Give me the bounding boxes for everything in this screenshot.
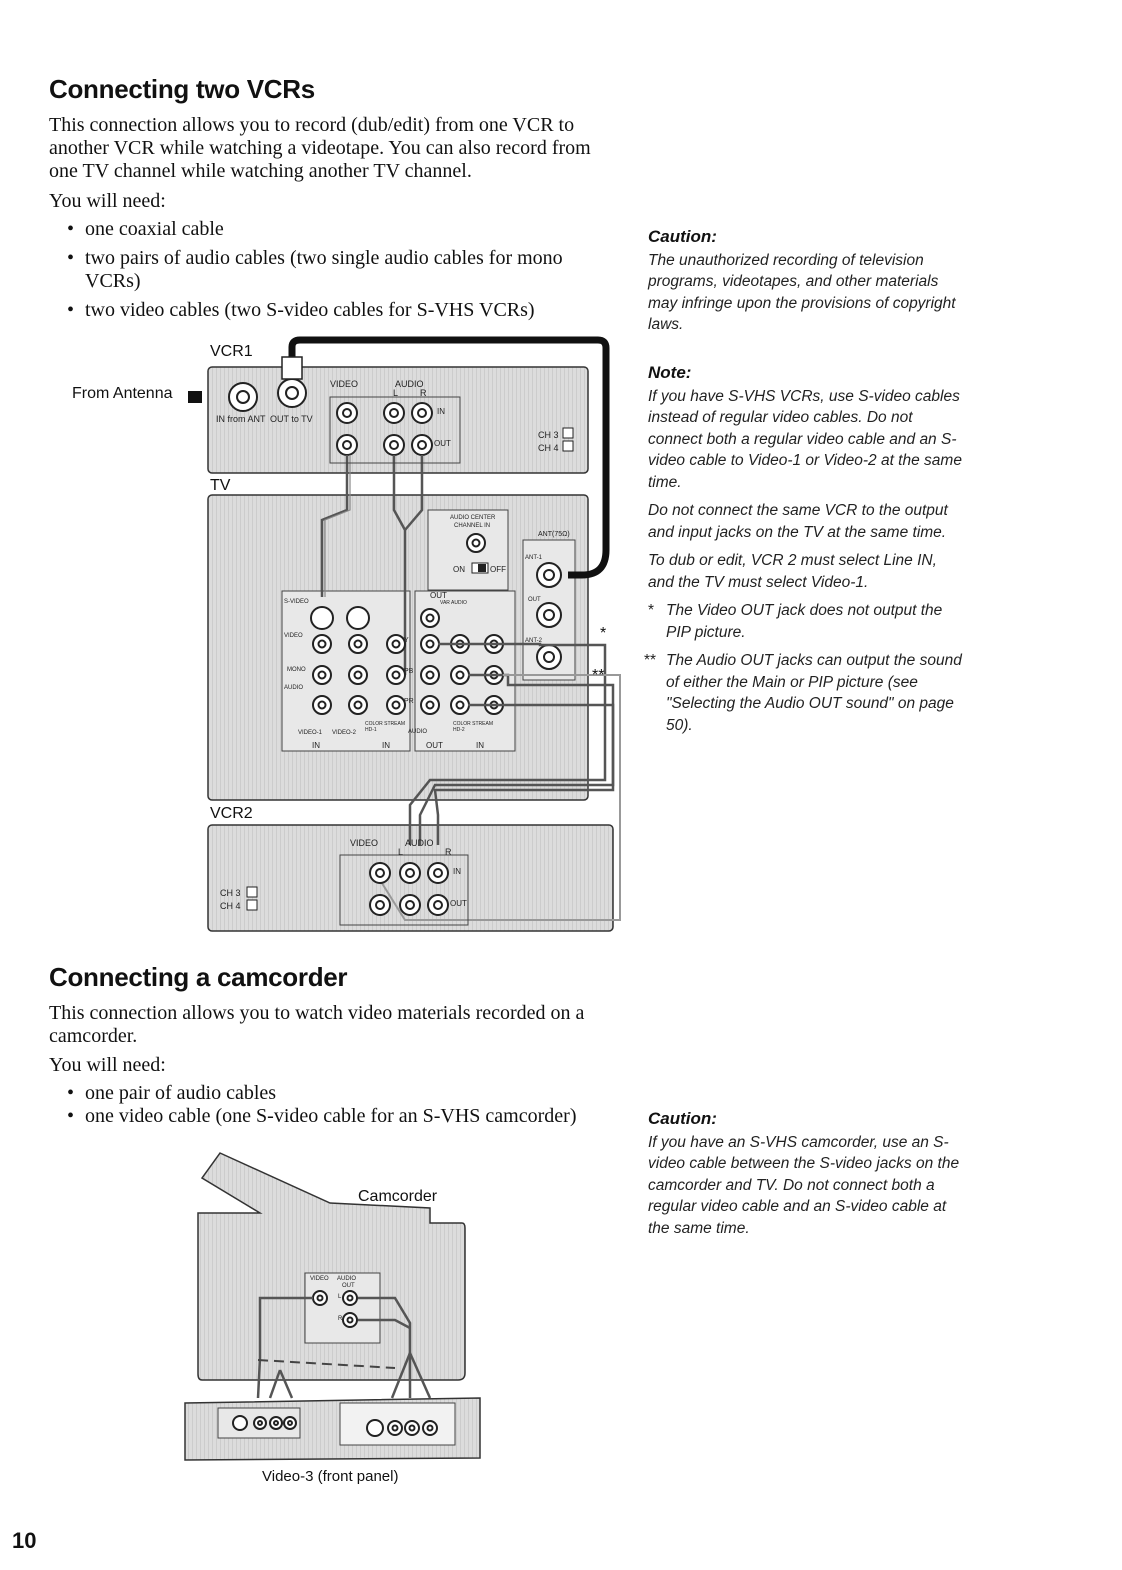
alternative-svideo-cable (257, 1359, 396, 1369)
list-item: one coaxial cable (49, 218, 629, 241)
label-vcr2: VCR2 (210, 805, 253, 822)
camcorder-needs-list: one pair of audio cables one video cable… (49, 1082, 649, 1128)
note-paragraph: Do not connect the same VCR to the outpu… (648, 502, 948, 541)
label-video3-front-panel: Video-3 (front panel) (262, 1468, 399, 1485)
note-heading: Note: (648, 363, 692, 382)
vcr-connection-diagram: VCR1 From Antenna IN from ANT OUT to TV … (60, 335, 630, 940)
video-cable-camcorder (256, 1296, 313, 1399)
camcorder-jack-panel (304, 1272, 381, 1344)
vcr-intro-line: another VCR while watching a videotape. … (49, 137, 591, 159)
caution-heading: Caution: (648, 1109, 717, 1128)
audio-center-panel (427, 509, 509, 591)
label-vcr1-audio: AUDIO (395, 379, 424, 389)
list-item: two pairs of audio cables (two single au… (49, 247, 629, 293)
video-out-cable (408, 642, 607, 845)
label-out-to-tv: OUT to TV (270, 414, 313, 424)
vcr-intro-line: This connection allows you to record (du… (49, 114, 575, 136)
vcr-needs-list: one coaxial cable two pairs of audio cab… (49, 218, 629, 322)
marker-double-star: ** (592, 667, 605, 684)
section-title-vcrs: Connecting two VCRs (49, 74, 315, 104)
list-item: one pair of audio cables (49, 1082, 649, 1105)
label-tv: TV (210, 477, 231, 494)
camcorder-connection-diagram: Camcorder VIDEO AUDIO OUT L R Video-3 (f… (180, 1148, 500, 1493)
coaxial-cable (288, 336, 610, 579)
label-vcr1-video: VIDEO (330, 379, 359, 389)
note-paragraph: If you have S-VHS VCRs, use S-video cabl… (648, 387, 962, 491)
camcorder-intro: This connection allows you to watch vide… (49, 1002, 585, 1047)
label-vcr1: VCR1 (210, 343, 253, 360)
vcr-intro-line: one TV channel while watching another TV… (49, 160, 472, 182)
video-cable-vcr1 (320, 455, 349, 597)
marker-star: * (600, 625, 607, 642)
label-camcorder: Camcorder (358, 1188, 438, 1205)
note-paragraph: To dub or edit, VCR 2 must select Line I… (648, 552, 937, 591)
camcorder-diagram-drawing (184, 1152, 481, 1461)
label-in-from-ant: IN from ANT (216, 414, 266, 424)
footnote-audio-out: ** The Audio OUT jacks can output the so… (644, 652, 962, 734)
vcr-need-label: You will need: (49, 190, 166, 212)
caution-heading: Caution: (648, 227, 717, 246)
caution-box-camcorder: Caution: If you have an S-VHS camcorder,… (648, 1108, 973, 1239)
antenna-plug (188, 391, 202, 403)
label-from-antenna: From Antenna (72, 385, 173, 402)
page-number: 10 (12, 1528, 37, 1553)
section-title-camcorder: Connecting a camcorder (49, 962, 348, 992)
list-item: two video cables (two S-video cables for… (49, 299, 629, 322)
camcorder-need-label: You will need: (49, 1054, 166, 1076)
vcr-intro: This connection allows you to record (du… (49, 114, 629, 183)
caution-box-recording: Caution: The unauthorized recording of t… (648, 226, 973, 336)
footnote-video-out: * The Video OUT jack does not output the… (648, 602, 943, 641)
note-box: Note: If you have S-VHS VCRs, use S-vide… (644, 362, 973, 743)
list-item: one video cable (one S-video cable for a… (49, 1105, 649, 1128)
vcr-diagram-drawing (188, 336, 621, 932)
camcorder-body (197, 1152, 466, 1381)
